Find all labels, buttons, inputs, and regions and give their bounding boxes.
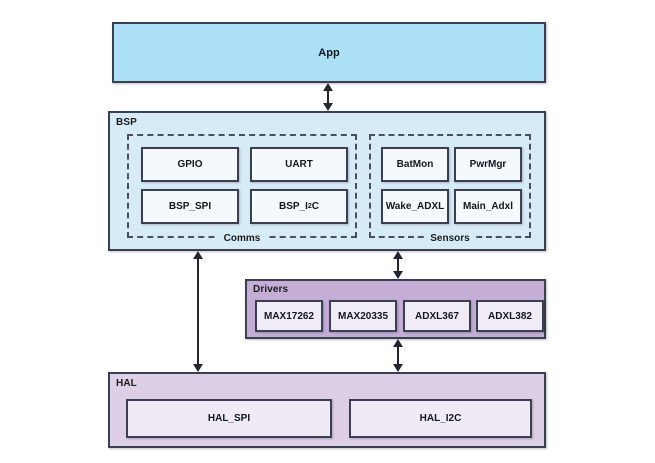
connector-app-bsp-arrow	[327, 90, 329, 104]
driver-max17262[interactable]: MAX17262	[255, 300, 323, 332]
layer-app[interactable]: App	[112, 22, 546, 83]
group-sensors: BatMon PwrMgr Wake_ADXL Main_Adxl Sensor…	[369, 134, 531, 244]
connector-bsp-hal-arrow	[197, 258, 199, 365]
group-sensors-label: Sensors	[425, 233, 475, 244]
module-bsp-spi-label: BSP_SPI	[168, 201, 212, 212]
connector-bsp-drivers-arrow	[397, 258, 399, 272]
module-gpio[interactable]: GPIO	[141, 147, 239, 182]
module-bsp-i2c-label-prefix: BSP_I	[278, 201, 308, 212]
driver-adxl367[interactable]: ADXL367	[403, 300, 471, 332]
driver-adxl367-label: ADXL367	[415, 310, 459, 322]
module-bsp-spi[interactable]: BSP_SPI	[141, 189, 239, 224]
hal-module-spi[interactable]: HAL_SPI	[126, 399, 332, 438]
module-uart-label: UART	[285, 159, 313, 170]
module-main-adxl-label: Main_Adxl	[462, 201, 513, 212]
hal-module-i2c[interactable]: HAL_I2C	[349, 399, 532, 438]
layer-app-label: App	[318, 46, 340, 59]
layer-bsp-label: BSP	[116, 117, 137, 128]
layer-drivers[interactable]: Drivers MAX17262 MAX20335 ADXL367 ADXL38…	[245, 279, 546, 339]
group-comms-label: Comms	[218, 233, 266, 244]
connector-drivers-hal-arrow	[397, 346, 399, 365]
module-wake-adxl-label: Wake_ADXL	[385, 201, 445, 212]
module-pwrmgr-label: PwrMgr	[469, 159, 507, 170]
hal-module-i2c-label: HAL_I2C	[419, 413, 462, 424]
module-gpio-label: GPIO	[177, 159, 203, 170]
module-batmon-label: BatMon	[396, 159, 434, 170]
driver-adxl382-label: ADXL382	[488, 310, 532, 322]
module-main-adxl[interactable]: Main_Adxl	[454, 189, 522, 224]
module-bsp-i2c-label-suffix: C	[311, 201, 320, 212]
hal-module-spi-label: HAL_SPI	[207, 413, 251, 424]
layer-drivers-label: Drivers	[253, 284, 289, 295]
module-pwrmgr[interactable]: PwrMgr	[454, 147, 522, 182]
driver-max17262-label: MAX17262	[263, 310, 315, 322]
module-wake-adxl[interactable]: Wake_ADXL	[381, 189, 449, 224]
driver-max20335-label: MAX20335	[337, 310, 389, 322]
layer-hal-label: HAL	[116, 378, 137, 389]
driver-adxl382[interactable]: ADXL382	[476, 300, 544, 332]
layer-hal[interactable]: HAL HAL_SPI HAL_I2C	[108, 372, 546, 448]
module-batmon[interactable]: BatMon	[381, 147, 449, 182]
driver-max20335[interactable]: MAX20335	[329, 300, 397, 332]
module-uart[interactable]: UART	[250, 147, 348, 182]
